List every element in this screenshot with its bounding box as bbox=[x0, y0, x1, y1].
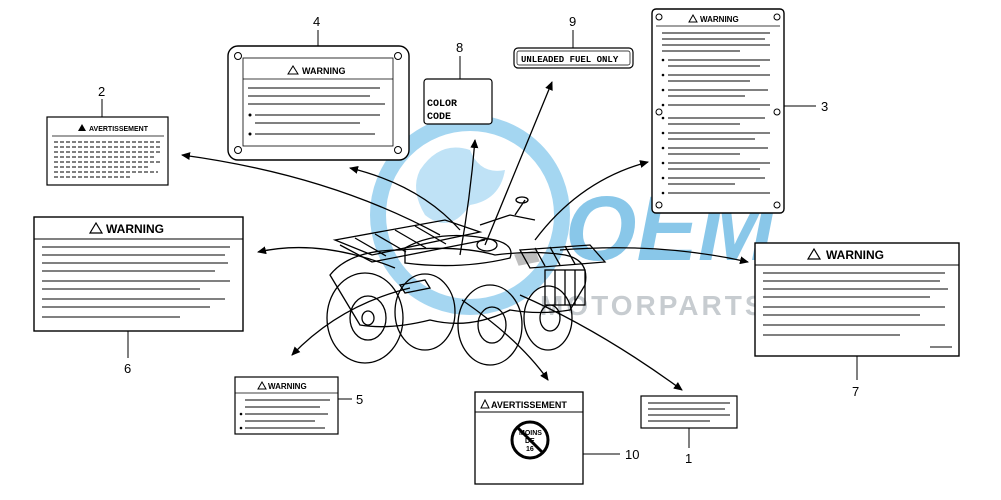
label-1 bbox=[640, 395, 738, 429]
label-9-unleaded-fuel: UNLEADED FUEL ONLY bbox=[513, 47, 634, 69]
callout-8: 8 bbox=[456, 40, 463, 55]
label-8-color-code: COLOR CODE bbox=[423, 78, 493, 125]
svg-text:DE: DE bbox=[525, 438, 535, 445]
callout-3: 3 bbox=[821, 99, 828, 114]
label-5-warning: WARNING bbox=[234, 376, 339, 435]
svg-text:CODE: CODE bbox=[427, 112, 451, 123]
arrow-label-7 bbox=[559, 247, 749, 265]
svg-text:WARNING: WARNING bbox=[700, 15, 739, 24]
warning-triangle-icon bbox=[688, 13, 698, 23]
warning-triangle-icon bbox=[88, 221, 104, 234]
svg-text:WARNING: WARNING bbox=[268, 382, 307, 391]
atv-illustration bbox=[326, 196, 607, 366]
callout-5: 5 bbox=[356, 392, 363, 407]
svg-text:MOINS: MOINS bbox=[519, 430, 542, 437]
arrow-label-10 bbox=[461, 299, 549, 381]
svg-text:WARNING: WARNING bbox=[106, 222, 164, 236]
callout-10: 10 bbox=[625, 447, 639, 462]
warning-triangle-icon bbox=[480, 398, 490, 409]
arrow-label-3 bbox=[534, 160, 649, 241]
label-7-warning: WARNING bbox=[754, 242, 960, 357]
callout-4: 4 bbox=[313, 14, 320, 29]
arrow-label-8 bbox=[459, 139, 479, 256]
svg-text:AVERTISSEMENT: AVERTISSEMENT bbox=[491, 400, 567, 410]
warning-triangle-icon bbox=[287, 65, 299, 75]
callout-2: 2 bbox=[98, 84, 105, 99]
label-2-avertissement: AVERTISSEMENT bbox=[46, 116, 169, 186]
no-passenger-icon: MOINS DE 16 bbox=[510, 420, 550, 460]
svg-text:AVERTISSEMENT: AVERTISSEMENT bbox=[89, 126, 149, 133]
svg-text:16: 16 bbox=[526, 446, 534, 453]
arrow-label-5 bbox=[291, 287, 411, 356]
warning-triangle-icon bbox=[257, 380, 267, 390]
arrow-label-6 bbox=[257, 246, 396, 269]
leader-arrows bbox=[181, 81, 749, 391]
callout-9: 9 bbox=[569, 14, 576, 29]
callout-7: 7 bbox=[852, 384, 859, 399]
arrow-label-1 bbox=[519, 294, 683, 391]
label-6-warning: WARNING bbox=[33, 216, 244, 332]
svg-text:UNLEADED FUEL ONLY: UNLEADED FUEL ONLY bbox=[521, 55, 619, 65]
arrow-label-9 bbox=[484, 81, 553, 246]
svg-text:WARNING: WARNING bbox=[826, 248, 884, 262]
arrow-label-2 bbox=[181, 152, 441, 236]
svg-text:WARNING: WARNING bbox=[302, 66, 346, 76]
svg-text:COLOR: COLOR bbox=[427, 99, 457, 110]
callout-6: 6 bbox=[124, 361, 131, 376]
watermark-globe-land bbox=[416, 147, 505, 223]
label-3-warning: WARNING bbox=[651, 8, 785, 214]
label-4-warning: WARNING bbox=[227, 45, 410, 161]
callout-1: 1 bbox=[685, 451, 692, 466]
warning-triangle-icon bbox=[78, 124, 86, 131]
label-10-avertissement: AVERTISSEMENT MOINS DE 16 bbox=[474, 391, 584, 485]
warning-triangle-icon bbox=[806, 247, 822, 260]
arrow-label-4 bbox=[349, 166, 461, 231]
